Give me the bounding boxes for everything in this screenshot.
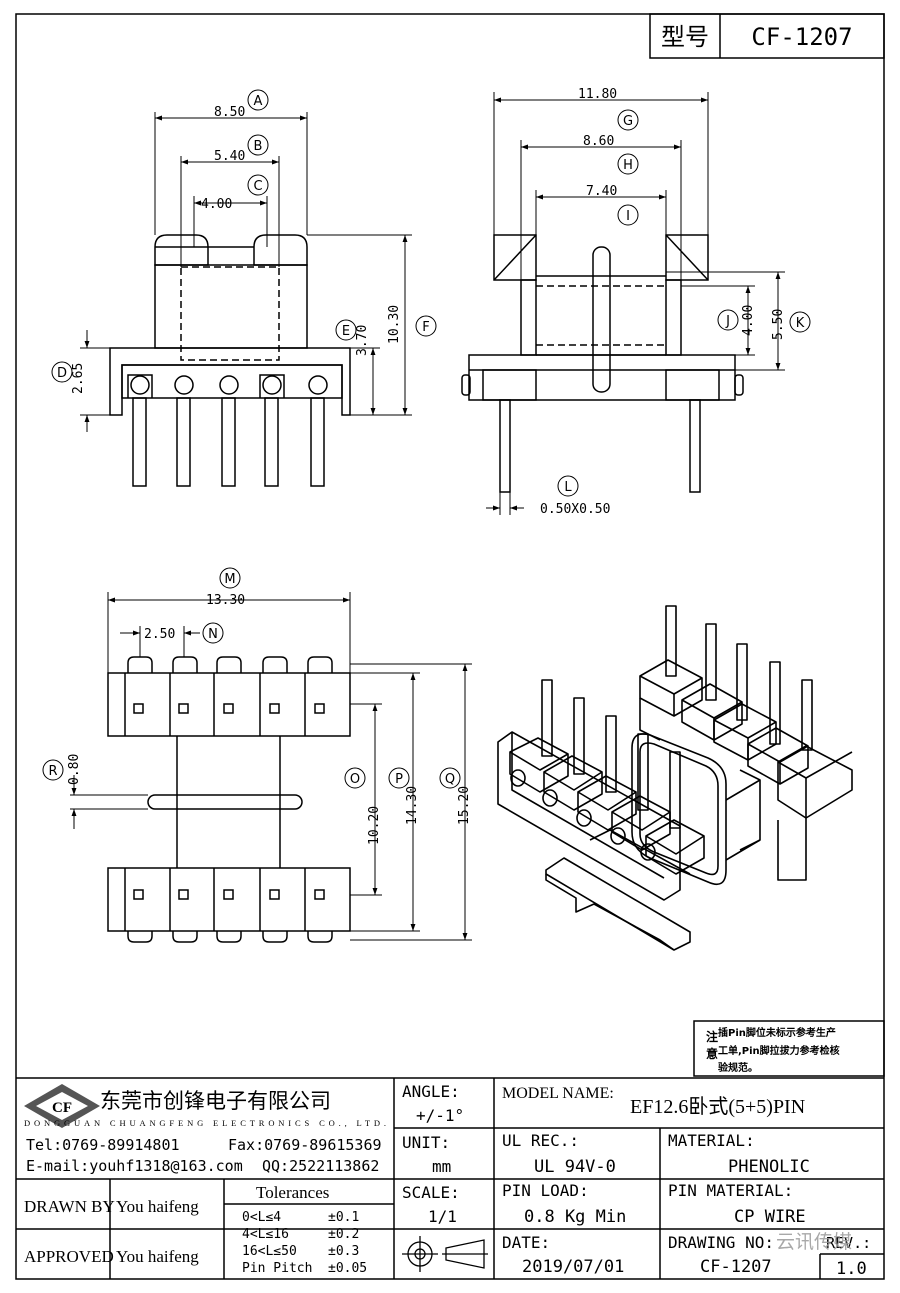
logo-text: CF	[52, 1100, 72, 1116]
front-view-dims	[80, 112, 412, 432]
top-view	[107, 656, 351, 943]
side-view	[461, 234, 744, 493]
title-block-grid	[16, 1077, 884, 1279]
top-view-dims	[70, 592, 472, 941]
side-view-dims	[486, 92, 785, 515]
front-view	[109, 234, 351, 487]
note-line-1: 插Pin脚位未标示参考生产	[718, 1026, 836, 1039]
type-label: 型号	[661, 23, 709, 51]
note-label-2: 意	[706, 1046, 718, 1061]
sheet-border	[15, 13, 885, 1280]
isometric-view	[497, 605, 853, 951]
note-line-3: 验规范。	[718, 1061, 758, 1074]
note-label-1: 注	[706, 1029, 718, 1044]
note-line-2: 工单,Pin脚拉拔力参考检核	[718, 1044, 840, 1057]
company-logo: CF	[24, 1084, 100, 1128]
header-box: 型号 CF-1207	[649, 13, 885, 59]
model-code: CF-1207	[751, 23, 852, 51]
note-box: 注 意 插Pin脚位未标示参考生产 工单,Pin脚拉拔力参考检核 验规范。	[693, 1020, 885, 1077]
